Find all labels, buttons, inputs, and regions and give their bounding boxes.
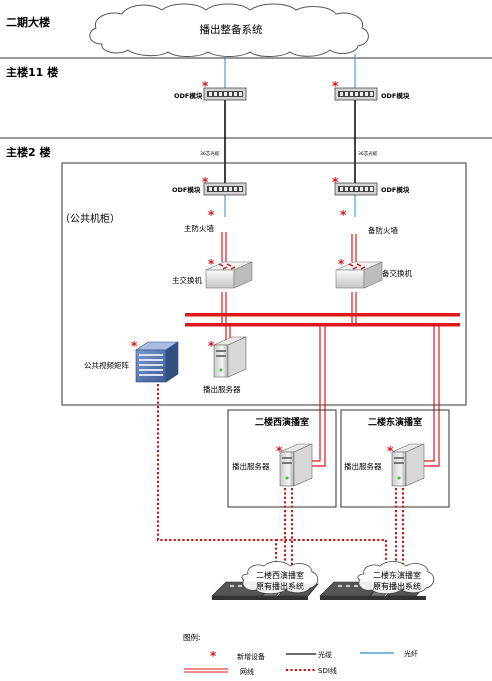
fiber-label-right: 36芯光缆 bbox=[358, 150, 378, 157]
star-icon: * bbox=[208, 257, 215, 271]
floor-label-main2: 主楼2 楼 bbox=[6, 145, 50, 159]
net-west-server-a bbox=[306, 326, 321, 462]
odf-label-11f-left: ODF模块 bbox=[174, 91, 203, 100]
cloud-label: 播出整备系统 bbox=[200, 23, 263, 36]
cloud-shape bbox=[89, 3, 369, 57]
odf-label-2f-left: ODF模块 bbox=[172, 185, 201, 194]
fiber-lines bbox=[224, 54, 356, 217]
desk-west-line2: 原有播出系统 bbox=[256, 581, 304, 591]
public-cabinet-box bbox=[61, 162, 467, 406]
desk-east-line1: 二楼东演播室 bbox=[373, 570, 421, 580]
star-icon: * bbox=[332, 175, 339, 189]
star-icon: * bbox=[338, 257, 345, 271]
floor-label-main11: 主楼11 楼 bbox=[6, 65, 58, 79]
odf-module-11f-left bbox=[203, 87, 247, 101]
fiber-label-left: 36芯光缆 bbox=[200, 150, 220, 157]
switch-bus-backup bbox=[185, 323, 460, 327]
public-cabinet-label: （公共机柜） bbox=[60, 212, 120, 225]
star-icon: * bbox=[202, 175, 209, 189]
legend-title: 图例: bbox=[183, 632, 201, 642]
video-matrix-label: 公共视频矩阵 bbox=[84, 360, 129, 370]
desk-west-line1: 二楼西演播室 bbox=[256, 570, 304, 580]
room-west-label: 二楼西演播室 bbox=[255, 416, 309, 428]
server-public-label: 播出服务器 bbox=[203, 384, 241, 394]
legend-star-icon: * bbox=[210, 649, 217, 663]
switch-bus-main bbox=[185, 313, 460, 317]
floor-label-phase2: 二期大楼 bbox=[6, 15, 50, 29]
server-west-label: 播出服务器 bbox=[232, 461, 270, 471]
firewall-main-label: 主防火墙 bbox=[184, 223, 214, 233]
odf-module-2f-left bbox=[203, 182, 247, 196]
legend-fiber: 光纤 bbox=[404, 649, 418, 658]
network-lines bbox=[221, 232, 440, 467]
odf-module-2f-right bbox=[334, 182, 378, 196]
odf-module-11f-right bbox=[334, 87, 378, 101]
switch-main bbox=[205, 261, 253, 289]
server-east bbox=[391, 443, 425, 487]
star-icon: * bbox=[208, 208, 215, 222]
legend-optical-cable: 光缆 bbox=[318, 650, 332, 659]
legend-new-device: 新增设备 bbox=[237, 652, 265, 661]
star-icon: * bbox=[340, 208, 347, 222]
video-matrix bbox=[135, 341, 179, 383]
firewall-backup-label: 备防火墙 bbox=[368, 225, 398, 235]
desk-east-line2: 原有播出系统 bbox=[373, 581, 421, 591]
star-icon: * bbox=[387, 444, 394, 458]
star-icon: * bbox=[208, 339, 215, 353]
net-east-server-a bbox=[419, 326, 435, 462]
odf-label-11f-right: ODF模块 bbox=[381, 91, 410, 100]
room-west-box bbox=[227, 409, 337, 508]
legend: 图例: * 新增设备 光缆 光纤 网线 SDI线 bbox=[183, 632, 418, 676]
star-icon: * bbox=[276, 444, 283, 458]
net-west-server-b bbox=[306, 326, 326, 467]
sdi-matrix-desks bbox=[157, 384, 277, 565]
net-east-server-b bbox=[419, 326, 440, 467]
star-icon: * bbox=[332, 79, 339, 93]
star-icon: * bbox=[202, 79, 209, 93]
switch-main-label: 主交换机 bbox=[172, 275, 202, 285]
server-east-label: 播出服务器 bbox=[344, 461, 382, 471]
sdi-lines bbox=[157, 384, 404, 566]
odf-label-2f-right: ODF模块 bbox=[381, 185, 410, 194]
room-east-label: 二楼东演播室 bbox=[368, 416, 422, 428]
switch-backup-label: 备交换机 bbox=[382, 268, 412, 278]
server-public bbox=[213, 336, 247, 378]
switch-backup bbox=[335, 261, 383, 289]
new-device-markers: * * * * * * * * * * * * bbox=[131, 79, 394, 458]
legend-sdi: SDI线 bbox=[318, 666, 337, 675]
optical-cable-lines bbox=[224, 100, 356, 183]
legend-network: 网线 bbox=[240, 667, 254, 676]
desk-east-cloud bbox=[357, 561, 435, 595]
server-west bbox=[279, 443, 313, 487]
star-icon: * bbox=[131, 339, 138, 353]
desk-west-cloud bbox=[241, 561, 319, 595]
